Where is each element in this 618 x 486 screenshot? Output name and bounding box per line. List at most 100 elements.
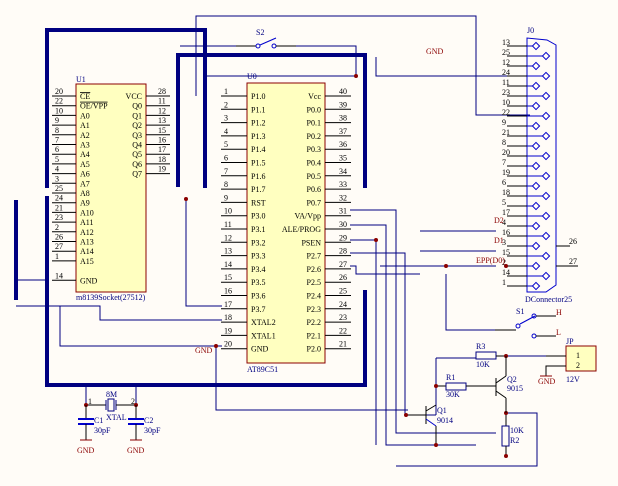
u1-l-pin-number: 20 (55, 87, 63, 96)
u0-r-pin-number: 21 (339, 340, 347, 349)
u1-r-pin-name: Q7 (132, 170, 142, 179)
u0-ref: U0 (247, 72, 257, 81)
u0-r-pin-name: P0.4 (307, 159, 321, 168)
u0-gnd-label: GND (195, 346, 213, 355)
u0-l-pin-number: 12 (224, 233, 232, 242)
s1-switch[interactable]: S1 H L (495, 307, 562, 339)
u0-r-pin-name: P2.5 (307, 278, 321, 287)
j0-pin-number: 10 (502, 98, 510, 107)
u0-chip[interactable]: U0 AT89C51 1P1.02P1.13P1.24P1.35P1.46P1.… (221, 72, 351, 374)
u1-l-pin-name: A14 (80, 247, 94, 256)
net-label-epp: EPP(D0) (476, 256, 505, 265)
u0-l-pin-name: P1.3 (251, 132, 265, 141)
q2-transistor[interactable]: Q2 9015 (495, 356, 523, 413)
j0-pin-number: 14 (502, 268, 510, 277)
s2-contact-right (271, 43, 277, 49)
j0-body[interactable] (526, 37, 557, 293)
crystal-circuit[interactable]: 8M XTAL 1 2 C1 30pF GND C2 30pF GND (77, 385, 161, 455)
jp-voltage: 12V (566, 375, 580, 384)
u0-l-pin-number: 7 (224, 167, 228, 176)
j0-pin-contact (541, 51, 551, 61)
u0-r-pin-name: P2.0 (307, 345, 321, 354)
u1-l-pin-name: A11 (80, 218, 93, 227)
u1-r-pin-name: Q0 (132, 102, 142, 111)
jp-connector[interactable]: JP 1 2 12V GND (538, 337, 597, 386)
j0-pin-number: 18 (502, 188, 510, 197)
u0-body[interactable] (246, 82, 326, 364)
c2-val: 30pF (144, 426, 161, 435)
xtal-pin1: 1 (88, 397, 92, 406)
u0-l-pin-name: P3.2 (251, 238, 265, 247)
q1-part: 9014 (437, 416, 453, 425)
xtal-body[interactable] (107, 398, 115, 412)
r1-resistor[interactable]: R1 30K (434, 373, 496, 399)
u0-r-pin-number: 39 (339, 100, 347, 109)
j0-pin-number: 6 (502, 178, 506, 187)
u0-r-pin-number: 33 (339, 180, 347, 189)
u1-l-pin-name: A4 (80, 150, 90, 159)
u1-l-pin-name: A9 (80, 199, 90, 208)
u0-r-pin-name: P0.0 (307, 105, 321, 114)
jp-pin2-label: 2 (576, 361, 580, 370)
u1-l-pin-name: GND (80, 276, 98, 285)
u0-r-pin-name: P0.5 (307, 172, 321, 181)
j0-pin-contact (541, 131, 551, 141)
u0-l-pin-number: 14 (224, 260, 232, 269)
u0-l-pin-name: P1.4 (251, 145, 265, 154)
u1-l-pin-number: 27 (55, 242, 63, 251)
wire-28 (350, 252, 436, 416)
j0-pin-number: 24 (502, 68, 510, 77)
j0-pin-number: 16 (502, 228, 510, 237)
s1-common-contact (515, 323, 521, 329)
u1-l-pin-name: A2 (80, 131, 90, 140)
u1-body[interactable] (75, 83, 147, 293)
jp-body[interactable] (565, 345, 597, 372)
r1-body[interactable] (445, 382, 467, 391)
u1-l-pin-name: A8 (80, 189, 90, 198)
junction-rst (184, 197, 188, 201)
r2-ref: R2 (510, 436, 519, 445)
j0-pin-number: 3 (502, 238, 506, 247)
r2-body[interactable] (501, 425, 510, 447)
u0-l-pin-number: 6 (224, 154, 228, 163)
j0-pin-number: 1 (502, 278, 506, 287)
u1-r-pin-number: 11 (158, 97, 166, 106)
j0-pin-contact (541, 171, 551, 181)
u1-l-pin-number: 10 (55, 106, 63, 115)
s2-switch[interactable]: S2 (236, 28, 296, 49)
s1-high-label: H (556, 308, 562, 317)
r3-body[interactable] (475, 351, 497, 360)
r3-resistor[interactable]: R3 10K (475, 342, 508, 369)
r2-resistor[interactable]: 10K R2 (501, 411, 524, 458)
u0-l-pin-name: P1.2 (251, 119, 265, 128)
j0-pin-contact (541, 271, 551, 281)
u1-r-pin-name: Q1 (132, 111, 142, 120)
u1-r-pin-number: 19 (158, 165, 166, 174)
q2-part: 9015 (507, 384, 523, 393)
u0-l-pin-name: P3.6 (251, 292, 265, 301)
u0-r-pin-number: 31 (339, 207, 347, 216)
j0-pin-number: 22 (502, 108, 510, 117)
u0-r-pin-name: P2.6 (307, 265, 321, 274)
u0-l-pin-name: GND (251, 345, 269, 354)
s2-lever[interactable] (259, 37, 277, 46)
u1-r-pin-number: 28 (158, 87, 166, 96)
j0-pin-contact (531, 41, 541, 51)
j0-pin-contact (531, 181, 541, 191)
u1-l-pin-name: A6 (80, 170, 90, 179)
jp-pin1-label: 1 (576, 351, 580, 360)
j0-pin-contact (541, 211, 551, 221)
j0-pin-contact (541, 151, 551, 161)
c1-gnd-label: GND (77, 446, 95, 455)
u1-chip[interactable]: U1 m8139Socket(27512) 20CE22OE/VPP10A09A… (52, 75, 170, 302)
wire-rst (185, 199, 222, 307)
j0-connector[interactable]: J0 DConnector25 132512241123102292182071… (444, 26, 578, 304)
u0-l-pin-number: 11 (224, 220, 232, 229)
u0-l-pin-name: P1.0 (251, 92, 265, 101)
j0-pin-number: 21 (502, 128, 510, 137)
u0-r-pin-name: P0.6 (307, 185, 321, 194)
r1-ref: R1 (446, 373, 455, 382)
u0-r-pin-number: 32 (339, 193, 347, 202)
q1-transistor[interactable]: Q1 9014 (404, 404, 453, 447)
